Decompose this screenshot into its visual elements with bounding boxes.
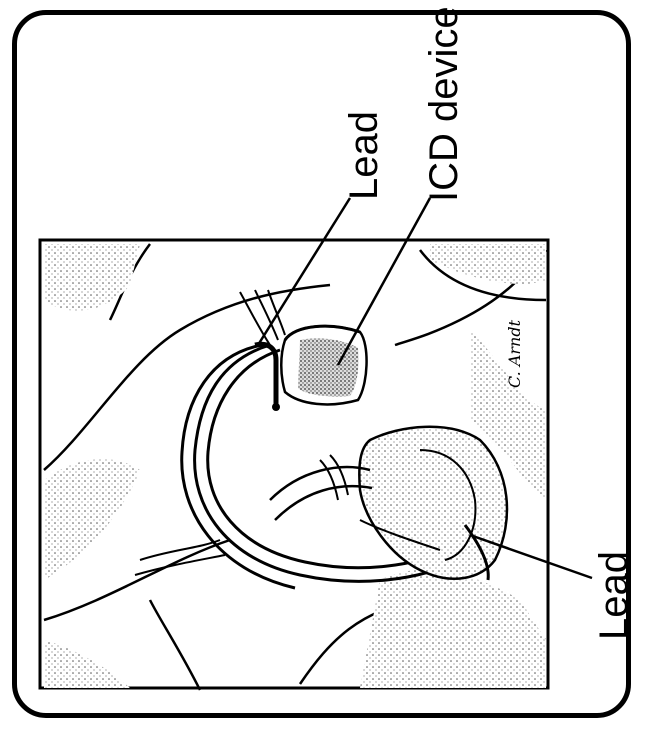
label-icd-device: ICD device — [424, 6, 464, 202]
lead-tip-dot — [272, 403, 280, 411]
label-lead-top: Lead — [344, 111, 384, 200]
label-lead-bottom: Lead — [594, 551, 634, 640]
artist-signature: C. Arndt — [505, 319, 524, 388]
